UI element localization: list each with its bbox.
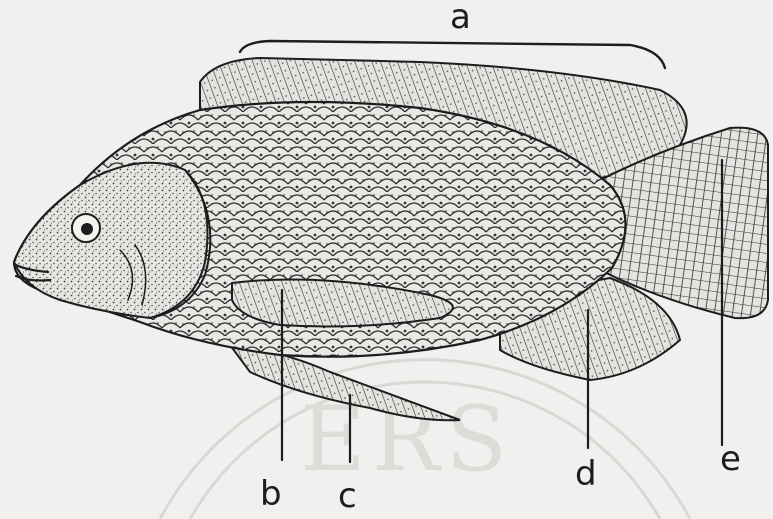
label-a: a [450,0,471,37]
label-d: d [575,454,597,494]
label-e: e [720,439,741,479]
fish-head [14,163,208,318]
label-b: b [260,474,282,514]
label-c: c [338,476,357,516]
watermark: ERS [160,360,690,519]
eye-pupil [81,223,93,235]
